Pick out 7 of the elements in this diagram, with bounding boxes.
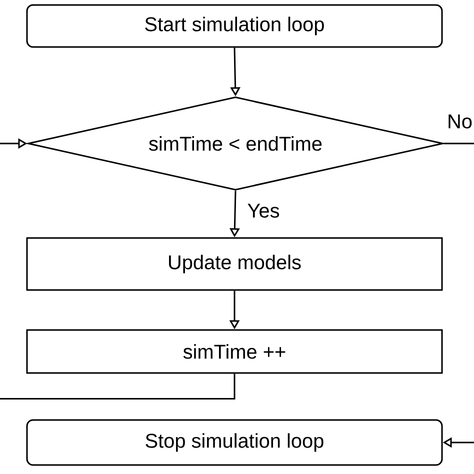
terminal-box: Stop simulation loop	[26, 419, 443, 466]
process-box: Update models	[26, 237, 443, 291]
edge-label: Yes	[248, 204, 280, 218]
terminal-box: Start simulation loop	[26, 4, 443, 48]
process-box: simTime ++	[26, 329, 443, 374]
arrow	[0, 138, 236, 400]
edge-label: No	[448, 114, 472, 128]
